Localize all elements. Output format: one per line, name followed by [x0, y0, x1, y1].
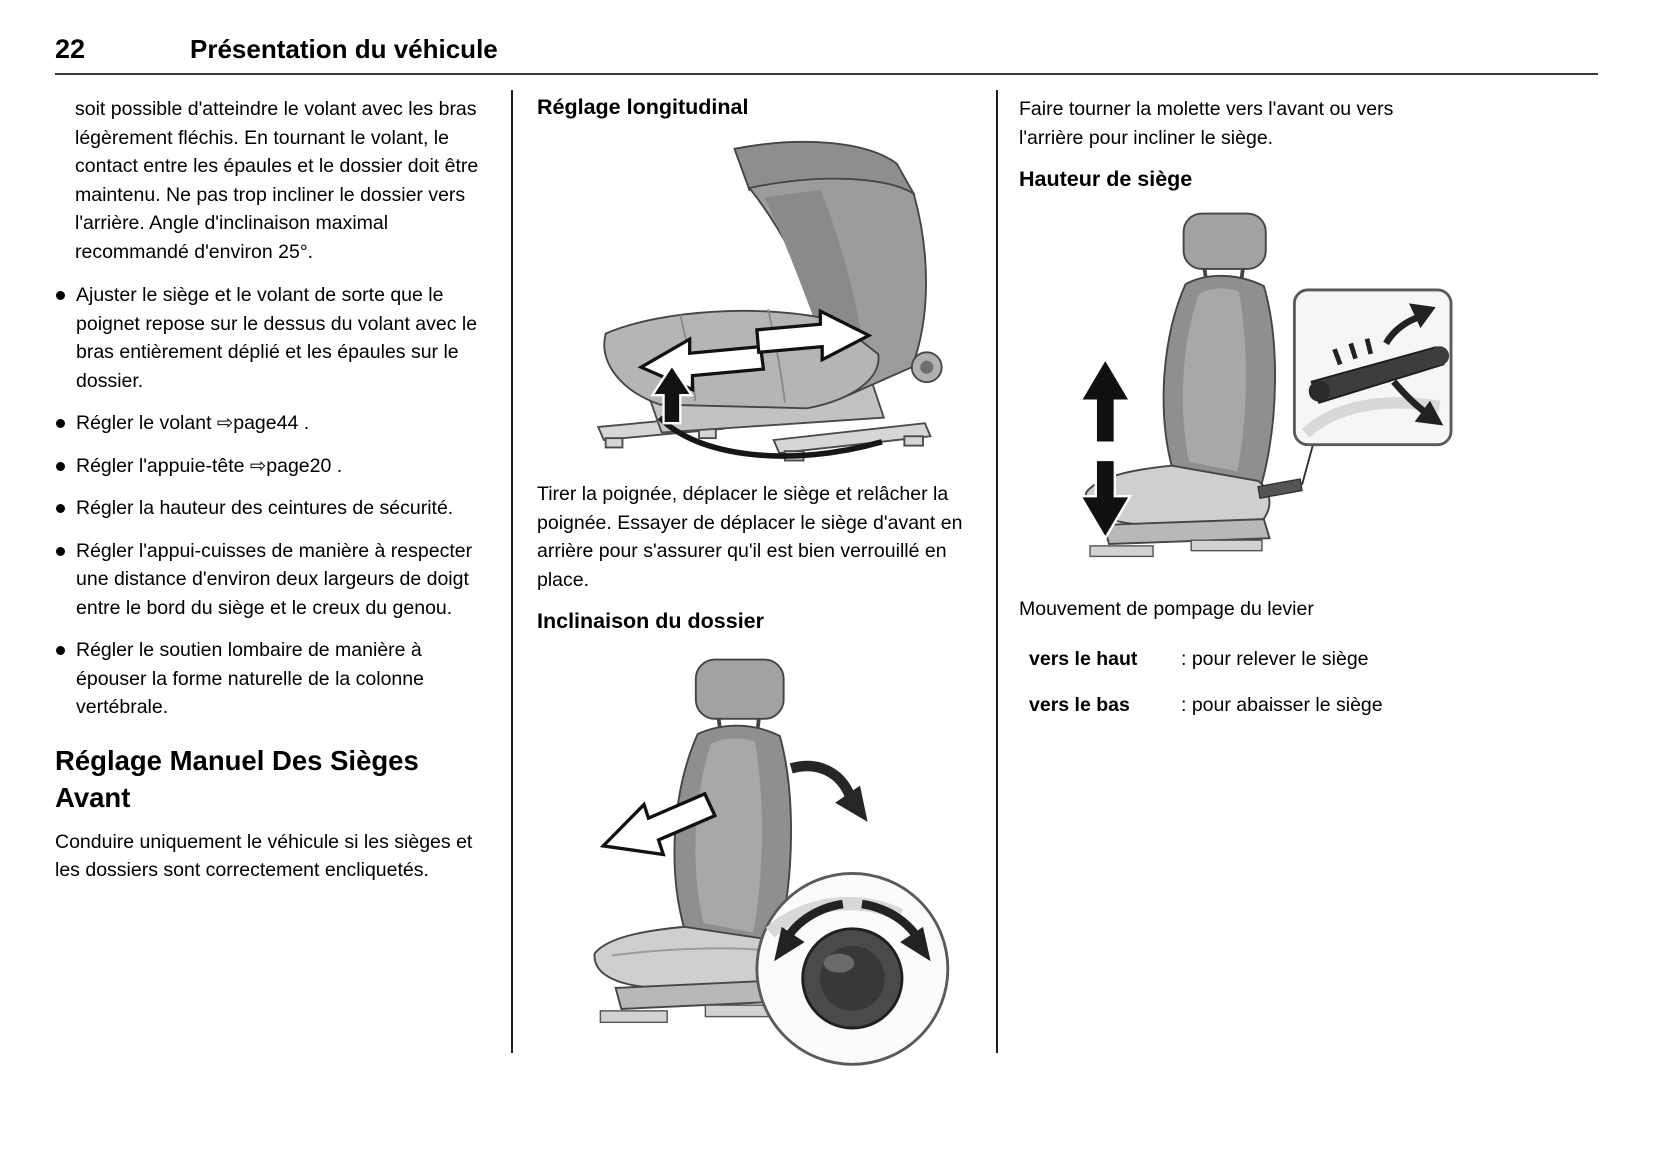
- headrest: [1182, 212, 1267, 270]
- seat-longitudinal-illustration: [537, 132, 973, 468]
- list-item-text: Régler le soutien lombaire de manière à …: [76, 639, 424, 718]
- inset-leader-line: [1301, 442, 1315, 486]
- backrest-seam: [695, 738, 762, 933]
- list-item: Régler le soutien lombaire de manière à …: [55, 636, 492, 722]
- tilt-backward-arrowhead: [835, 785, 868, 822]
- list-item: Régler l'appui-cuisses de manière à resp…: [55, 537, 492, 623]
- release-handle-arrow-icon: [650, 363, 694, 425]
- heading-reglage-longitudinal: Réglage longitudinal: [537, 95, 749, 119]
- height-lever-on-seat: [1257, 478, 1303, 499]
- section-heading-reglage-manuel: Réglage Manuel Des Sièges Avant: [55, 744, 419, 813]
- seat-rail: [1089, 545, 1154, 558]
- lever-row-down: vers le bas : pour abaisser le siège: [1029, 691, 1451, 719]
- slide-backward-arrow-icon: [755, 308, 873, 363]
- list-item: Ajuster le siège et le volant de sorte q…: [55, 281, 492, 395]
- seat-longitudinal-svg: [596, 140, 943, 462]
- seat-height-illustration: [1019, 204, 1453, 586]
- tilt-forward-arrow-icon: [599, 791, 718, 857]
- adjustment-handle: [657, 415, 883, 459]
- knob-detail-inset: [755, 871, 950, 1066]
- seat-height-svg: [1078, 212, 1453, 558]
- page-number: 22: [55, 34, 86, 64]
- lever-term: vers le haut: [1029, 648, 1138, 670]
- seat-up-arrow-icon: [1078, 356, 1133, 444]
- seat-rail: [599, 1010, 668, 1024]
- page-title: Présentation du véhicule: [190, 34, 498, 64]
- heading-inclinaison-dossier: Inclinaison du dossier: [537, 609, 764, 633]
- adjustment-checklist: Ajuster le siège et le volant de sorte q…: [55, 281, 492, 722]
- right-column: Faire tourner la molette vers l'avant ou…: [1019, 95, 1453, 737]
- list-item: Régler le volant ⇨page44 .: [55, 409, 492, 438]
- column-divider-1: [511, 90, 513, 1053]
- seat-recline-svg: [593, 658, 950, 1066]
- list-item-text: Régler la hauteur des ceintures de sécur…: [76, 497, 454, 519]
- list-item-text: Régler l'appuie-tête ⇨page20 .: [76, 454, 343, 477]
- section-paragraph: Conduire uniquement le véhicule si les s…: [55, 830, 473, 882]
- seat-down-arrow-icon: [1078, 458, 1133, 541]
- longitudinal-paragraph: Tirer la poignée, déplacer le siège et r…: [537, 483, 963, 591]
- lever-detail-inset: [1292, 288, 1453, 447]
- seat-base: [1102, 518, 1271, 545]
- left-column: soit possible d'atteindre le volant avec…: [55, 95, 492, 900]
- middle-column: Réglage longitudinal: [537, 95, 973, 1088]
- list-item: Régler l'appuie-tête ⇨page20 .: [55, 452, 492, 481]
- seat-rail: [1190, 539, 1263, 552]
- lever-value: : pour abaisser le siège: [1181, 694, 1383, 716]
- tilt-backward-arrow-icon: [789, 760, 856, 800]
- column-divider-2: [996, 90, 998, 1053]
- lever-caption: Mouvement de pompage du levier: [1019, 598, 1314, 620]
- lever-row-up: vers le haut : pour relever le siège: [1029, 645, 1451, 673]
- lever-term: vers le bas: [1029, 694, 1130, 716]
- seat-recline-illustration: [537, 646, 973, 1076]
- backrest-seam: [1182, 288, 1246, 472]
- intro-paragraph: soit possible d'atteindre le volant avec…: [75, 98, 479, 263]
- recline-wheel-center: [920, 360, 934, 374]
- headrest: [694, 658, 785, 720]
- header-rule: [55, 73, 1598, 75]
- heading-hauteur-siege: Hauteur de siège: [1019, 167, 1193, 191]
- list-item-text: Régler l'appui-cuisses de manière à resp…: [76, 539, 473, 619]
- cushion-seam: [767, 309, 786, 403]
- list-item-text: Régler le volant ⇨page44 .: [76, 412, 310, 434]
- list-item: Régler la hauteur des ceintures de sécur…: [55, 494, 492, 523]
- page-header: 22 Présentation du véhicule: [55, 34, 498, 65]
- list-item-text: Ajuster le siège et le volant de sorte q…: [76, 284, 478, 392]
- lever-value: : pour relever le siège: [1181, 648, 1369, 670]
- molette-paragraph: Faire tourner la molette vers l'avant ou…: [1019, 98, 1394, 149]
